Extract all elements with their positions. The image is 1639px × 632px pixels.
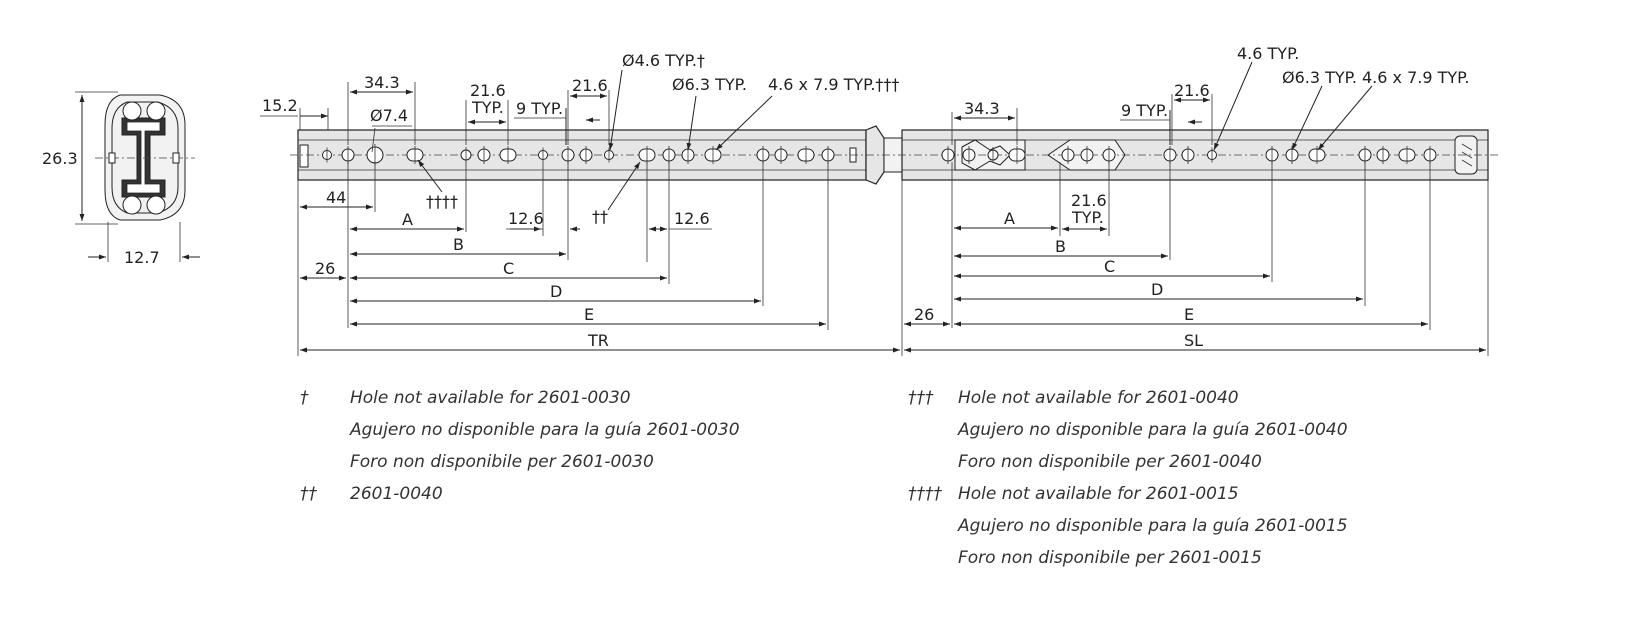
footnote-row: †† 2601-0040 [300,478,740,510]
footnote-text: 2601-0040 [350,484,443,504]
footnote-mark: †††† [908,484,942,504]
footnote-row: Agujero no disponible para la guía 2601-… [300,414,740,446]
dim-12-6-a: 12.6 [508,209,544,228]
footnote-text: Agujero no disponible para la guía 2601-… [350,420,740,440]
footnote-text: Hole not available for 2601-0040 [958,388,1239,408]
footnote-text: Foro non disponibile per 2601-0015 [958,548,1262,568]
dim-21-6-typ-right-typ: TYP. [1071,208,1104,227]
dim-9-typ-left: 9 TYP. [516,99,563,118]
dim-left-e: E [584,305,594,324]
footnote-row: Foro non disponibile per 2601-0040 [908,446,1348,478]
dim-15-2: 15.2 [262,96,298,115]
footnote-mark [908,414,958,446]
dim-slot-4-6x7-9-left: 4.6 x 7.9 TYP.††† [768,75,899,94]
footnote-mark [908,446,958,478]
dim-slot-4-6x7-9-right: 4.6 x 7.9 TYP. [1362,68,1469,87]
dim-left-a: A [402,210,413,229]
dim-44: 44 [326,188,346,207]
dim-21-6-right: 21.6 [1174,81,1210,100]
dim-dia-6-3-typ-right: Ø6.3 TYP. [1282,68,1357,87]
dim-right-e: E [1184,305,1194,324]
dim-dia-7-4: Ø7.4 [370,106,408,125]
label-two-daggers: †† [592,207,608,226]
footnote-mark [300,446,350,478]
footnote-row: Foro non disponibile per 2601-0030 [300,446,740,478]
dim-21-6-typ-right-num: 21.6 [1071,191,1107,210]
dim-left-b: B [453,235,464,254]
footnote-text: Agujero no disponible para la guía 2601-… [958,420,1348,440]
dim-34-3-right: 34.3 [964,99,1000,118]
dim-34-3-left: 34.3 [364,73,400,92]
dim-right-26: 26 [914,305,934,324]
section-width-label: 12.7 [124,248,160,267]
cross-section-view: 26.3 12.7 [42,91,200,267]
footnote-row: ††† Hole not available for 2601-0040 [908,382,1348,414]
footnote-mark [300,414,350,446]
bottom-dimensions-right: 21.6 TYP. A B C D E 26 SL [904,162,1489,356]
footnote-mark: ††† [908,388,934,408]
dim-dia-4-6-typ-dagger: Ø4.6 TYP.† [622,51,705,70]
dim-right-d: D [1151,280,1163,299]
footnote-row: † Hole not available for 2601-0030 [300,382,740,414]
footnote-text: Hole not available for 2601-0015 [958,484,1239,504]
footnote-row: Agujero no disponible para la guía 2601-… [908,414,1348,446]
dim-dia-6-3-typ-left: Ø6.3 TYP. [672,75,747,94]
footnote-text: Hole not available for 2601-0030 [350,388,631,408]
dim-21-6-typ-left-num: 21.6 [470,81,506,100]
footnote-mark: †† [300,484,317,504]
footnotes-left: † Hole not available for 2601-0030 Agujer… [300,382,740,510]
dim-21-6-typ-left-typ: TYP. [471,98,504,117]
dim-12-6-b: 12.6 [674,209,710,228]
dim-4-6-typ-right: 4.6 TYP. [1237,44,1299,63]
rail-holes [322,144,1437,166]
bottom-dimensions-left: 44 †††† 12.6 †† 12.6 A B C D E 26 TR [297,159,903,356]
footnote-mark: † [300,388,309,408]
footnote-text: Agujero no disponible para la guía 2601-… [958,516,1348,536]
section-height-label: 26.3 [42,149,78,168]
footnote-mark [908,510,958,542]
dim-right-b: B [1055,237,1066,256]
dim-21-6-left: 21.6 [572,76,608,95]
top-dimensions-left: 15.2 34.3 Ø7.4 21.6 TYP. 9 TYP. 21.6 Ø4.… [260,51,899,153]
dim-right-c: C [1104,257,1115,276]
footnote-text: Foro non disponibile per 2601-0040 [958,452,1262,472]
dim-9-typ-right: 9 TYP. [1121,101,1168,120]
footnote-row: Foro non disponibile per 2601-0015 [908,542,1348,574]
top-dimensions-right: 34.3 9 TYP. 21.6 4.6 TYP. Ø6.3 TYP. 4.6 … [951,44,1469,151]
dim-left-c: C [503,259,514,278]
label-four-daggers: †††† [426,192,458,211]
dim-left-d: D [550,282,562,301]
footnotes-right: ††† Hole not available for 2601-0040 Aguj… [908,382,1348,574]
dim-right-a: A [1004,209,1015,228]
footnote-row: †††† Hole not available for 2601-0015 [908,478,1348,510]
footnote-mark [908,542,958,574]
dim-tr: TR [587,331,609,350]
footnote-text: Foro non disponibile per 2601-0030 [350,452,654,472]
dim-left-26: 26 [315,259,335,278]
dim-sl: SL [1184,331,1203,350]
footnote-row: Agujero no disponible para la guía 2601-… [908,510,1348,542]
